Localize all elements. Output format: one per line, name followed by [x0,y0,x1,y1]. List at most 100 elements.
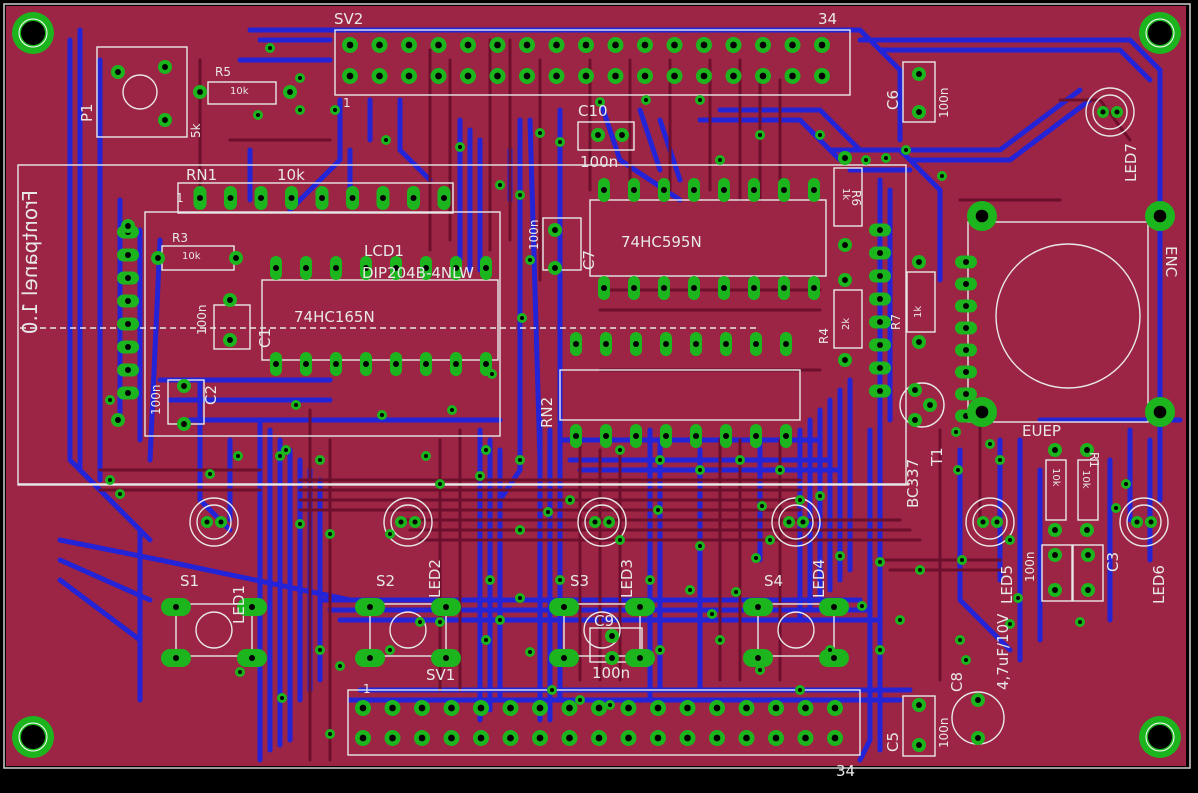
pad-drill [772,704,780,712]
switch-circle [777,611,815,649]
via-drill [458,145,462,149]
pad-drill [523,41,531,49]
via-drill [558,140,562,144]
r5-label: R5 [215,65,231,79]
r3-value: 10k [182,251,201,262]
led-outline [965,497,1015,547]
via-drill [518,528,522,532]
via-drill [1016,596,1020,600]
via-drill [988,442,992,446]
via-drill [546,510,550,514]
pad-drill [405,41,413,49]
pad-drill [349,195,356,201]
led3-label: LED3 [618,559,636,598]
via-drill [498,183,502,187]
pad-drill [783,433,789,439]
pad-drill [181,383,187,389]
led-outline [1119,497,1169,547]
via-drill [528,258,532,262]
via-drill [884,156,888,160]
pad-drill [693,433,699,439]
led1-label: LED1 [230,585,248,624]
c3-outline [1072,544,1104,602]
via-drill [528,650,532,654]
c5-outline [902,695,936,757]
trace [857,427,873,763]
pad-drill [173,604,179,610]
via-drill [518,458,522,462]
mounting-hole-drill [1148,21,1172,45]
pad-drill [273,265,279,271]
via-drill [818,494,822,498]
via-drill [388,648,392,652]
pad-drill [115,69,121,75]
pad-drill [631,285,637,291]
via-drill [1124,482,1128,486]
pad-drill [811,187,817,193]
board-outline [3,3,1191,769]
pad-drill [346,72,354,80]
enc-knob [995,243,1141,389]
via-drill [418,620,422,624]
via-drill [954,430,958,434]
via-drill [520,316,524,320]
sv1-pin-last: 34 [836,762,856,780]
pad-drill [927,402,933,408]
c2-label: C2 [202,384,220,405]
via-drill [878,648,882,652]
r3-label: R3 [172,231,188,245]
c2-value: 100n [149,384,163,415]
pad-drill [227,337,233,343]
via-drill [294,403,298,407]
t1-label: T1 [928,447,946,466]
pad-drill [477,734,485,742]
rn2-label: RN2 [538,396,556,428]
via-drill [333,108,337,112]
s1-label: S1 [180,572,200,590]
pad-drill [713,704,721,712]
via-drill [608,703,612,707]
pad-drill [1052,587,1058,593]
pad-drill [963,391,969,397]
pad-drill [916,71,922,77]
pad-drill [197,195,203,201]
via-drill [698,544,702,548]
pad-drill [125,321,131,327]
pad-drill [162,64,168,70]
via-drill [338,664,342,668]
switch-outline [563,603,641,657]
lcd1-label: LCD1 [364,242,404,260]
ic-74hc595-label: 74HC595N [621,233,702,251]
pad-drill [288,195,295,201]
pad-drill [582,72,590,80]
pad-drill [831,704,839,712]
pad-drill [418,734,426,742]
via-drill [838,554,842,558]
pad-drill [994,519,1000,525]
pad-drill [963,325,969,331]
pad-drill [376,41,383,49]
via-drill [718,638,722,642]
trace [897,87,1083,153]
led6-label: LED6 [1150,565,1168,604]
pad-drill [333,265,339,271]
pad-drill [561,655,567,661]
pad-drill [811,285,817,291]
via-drill [878,560,882,564]
pad-drill [1153,209,1167,223]
pad-drill [287,89,293,95]
via-drill [268,46,272,50]
trace [697,117,843,163]
mounting-hole-drill [21,725,45,749]
pad-drill [389,734,396,742]
pad-drill [730,72,737,80]
pad-drill [363,361,369,367]
pad-drill [755,655,761,661]
pad-drill [418,704,426,712]
pad-drill [464,41,472,49]
r1-value: 10k [1080,470,1091,489]
r1-label: R1 [1087,452,1101,468]
pad-drill [1114,109,1120,115]
pad-drill [625,704,632,712]
